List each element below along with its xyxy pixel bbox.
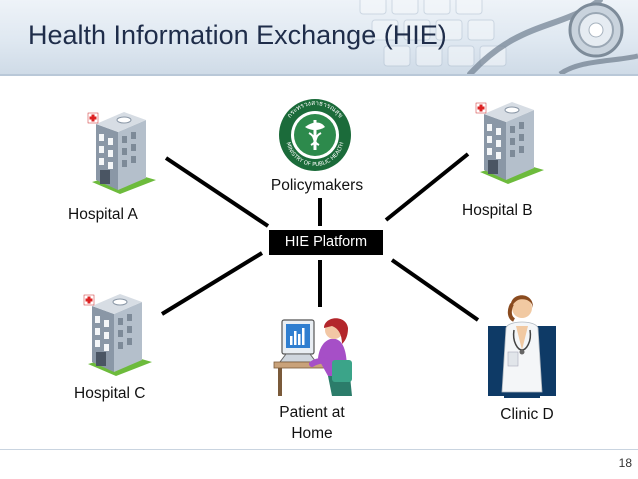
patient-label-line2: Home — [291, 425, 333, 442]
hie-platform-hub: HIE Platform — [269, 230, 383, 255]
connector-hospital-b — [384, 152, 470, 222]
hospital-a-label: Hospital A — [68, 206, 138, 223]
page-number: 18 — [618, 456, 632, 470]
keyboard-stethoscope-decoration — [359, 0, 638, 74]
footer-divider — [0, 449, 638, 450]
ministry-of-public-health-seal-icon: กระทรวงสาธารณสุข MINISTRY OF PUBLIC HEAL… — [277, 97, 353, 173]
hospital-b-building-icon — [475, 102, 544, 184]
woman-at-computer-icon — [273, 318, 352, 396]
hospital-a-building-icon — [87, 112, 156, 194]
clinic-d-label: Clinic D — [500, 406, 554, 423]
policymakers-label: Policymakers — [270, 177, 364, 194]
connector-hospital-c — [160, 251, 264, 316]
hospital-c-label: Hospital C — [74, 385, 146, 402]
header-divider — [0, 74, 638, 76]
hospital-c-building-icon — [83, 294, 152, 376]
doctor-icon — [488, 295, 556, 398]
hospital-b-label: Hospital B — [462, 202, 533, 219]
slide-title: Health Information Exchange (HIE) — [28, 20, 447, 50]
patient-label-line1: Patient at — [279, 404, 345, 421]
header-banner: Health Information Exchange (HIE) — [0, 0, 638, 74]
connector-hospital-a — [164, 156, 270, 228]
connector-clinic-d — [390, 258, 480, 322]
